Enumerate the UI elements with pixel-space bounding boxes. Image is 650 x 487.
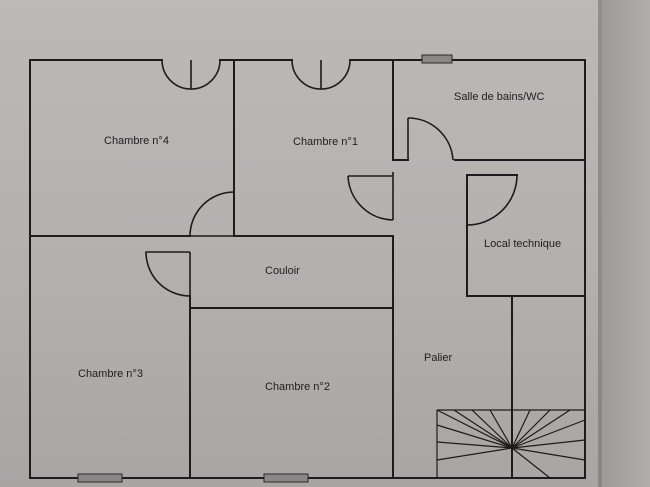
outer-walls <box>29 59 586 479</box>
staircase <box>436 409 586 479</box>
double-door-chambre-1 <box>291 59 351 90</box>
door-chambre-4 <box>189 191 235 237</box>
window-salle-de-bains <box>421 54 453 64</box>
label-couloir: Couloir <box>265 265 300 277</box>
label-local-technique: Local technique <box>484 238 561 250</box>
interior-walls <box>29 59 586 479</box>
label-salle-de-bains: Salle de bains/WC <box>454 91 545 103</box>
label-palier: Palier <box>424 352 452 364</box>
page-edge <box>598 0 602 487</box>
label-chambre-4: Chambre n°4 <box>104 135 169 147</box>
door-chambre-1-palier <box>347 172 394 221</box>
door-chambre-3 <box>145 251 191 297</box>
door-local-technique <box>466 174 518 226</box>
window-chambre-3 <box>77 473 123 483</box>
door-salle-de-bains <box>407 117 454 161</box>
label-chambre-2: Chambre n°2 <box>265 381 330 393</box>
adjacent-page <box>602 0 650 487</box>
double-door-chambre-4 <box>161 59 221 90</box>
window-chambre-2 <box>263 473 309 483</box>
label-chambre-3: Chambre n°3 <box>78 368 143 380</box>
label-chambre-1: Chambre n°1 <box>293 136 358 148</box>
